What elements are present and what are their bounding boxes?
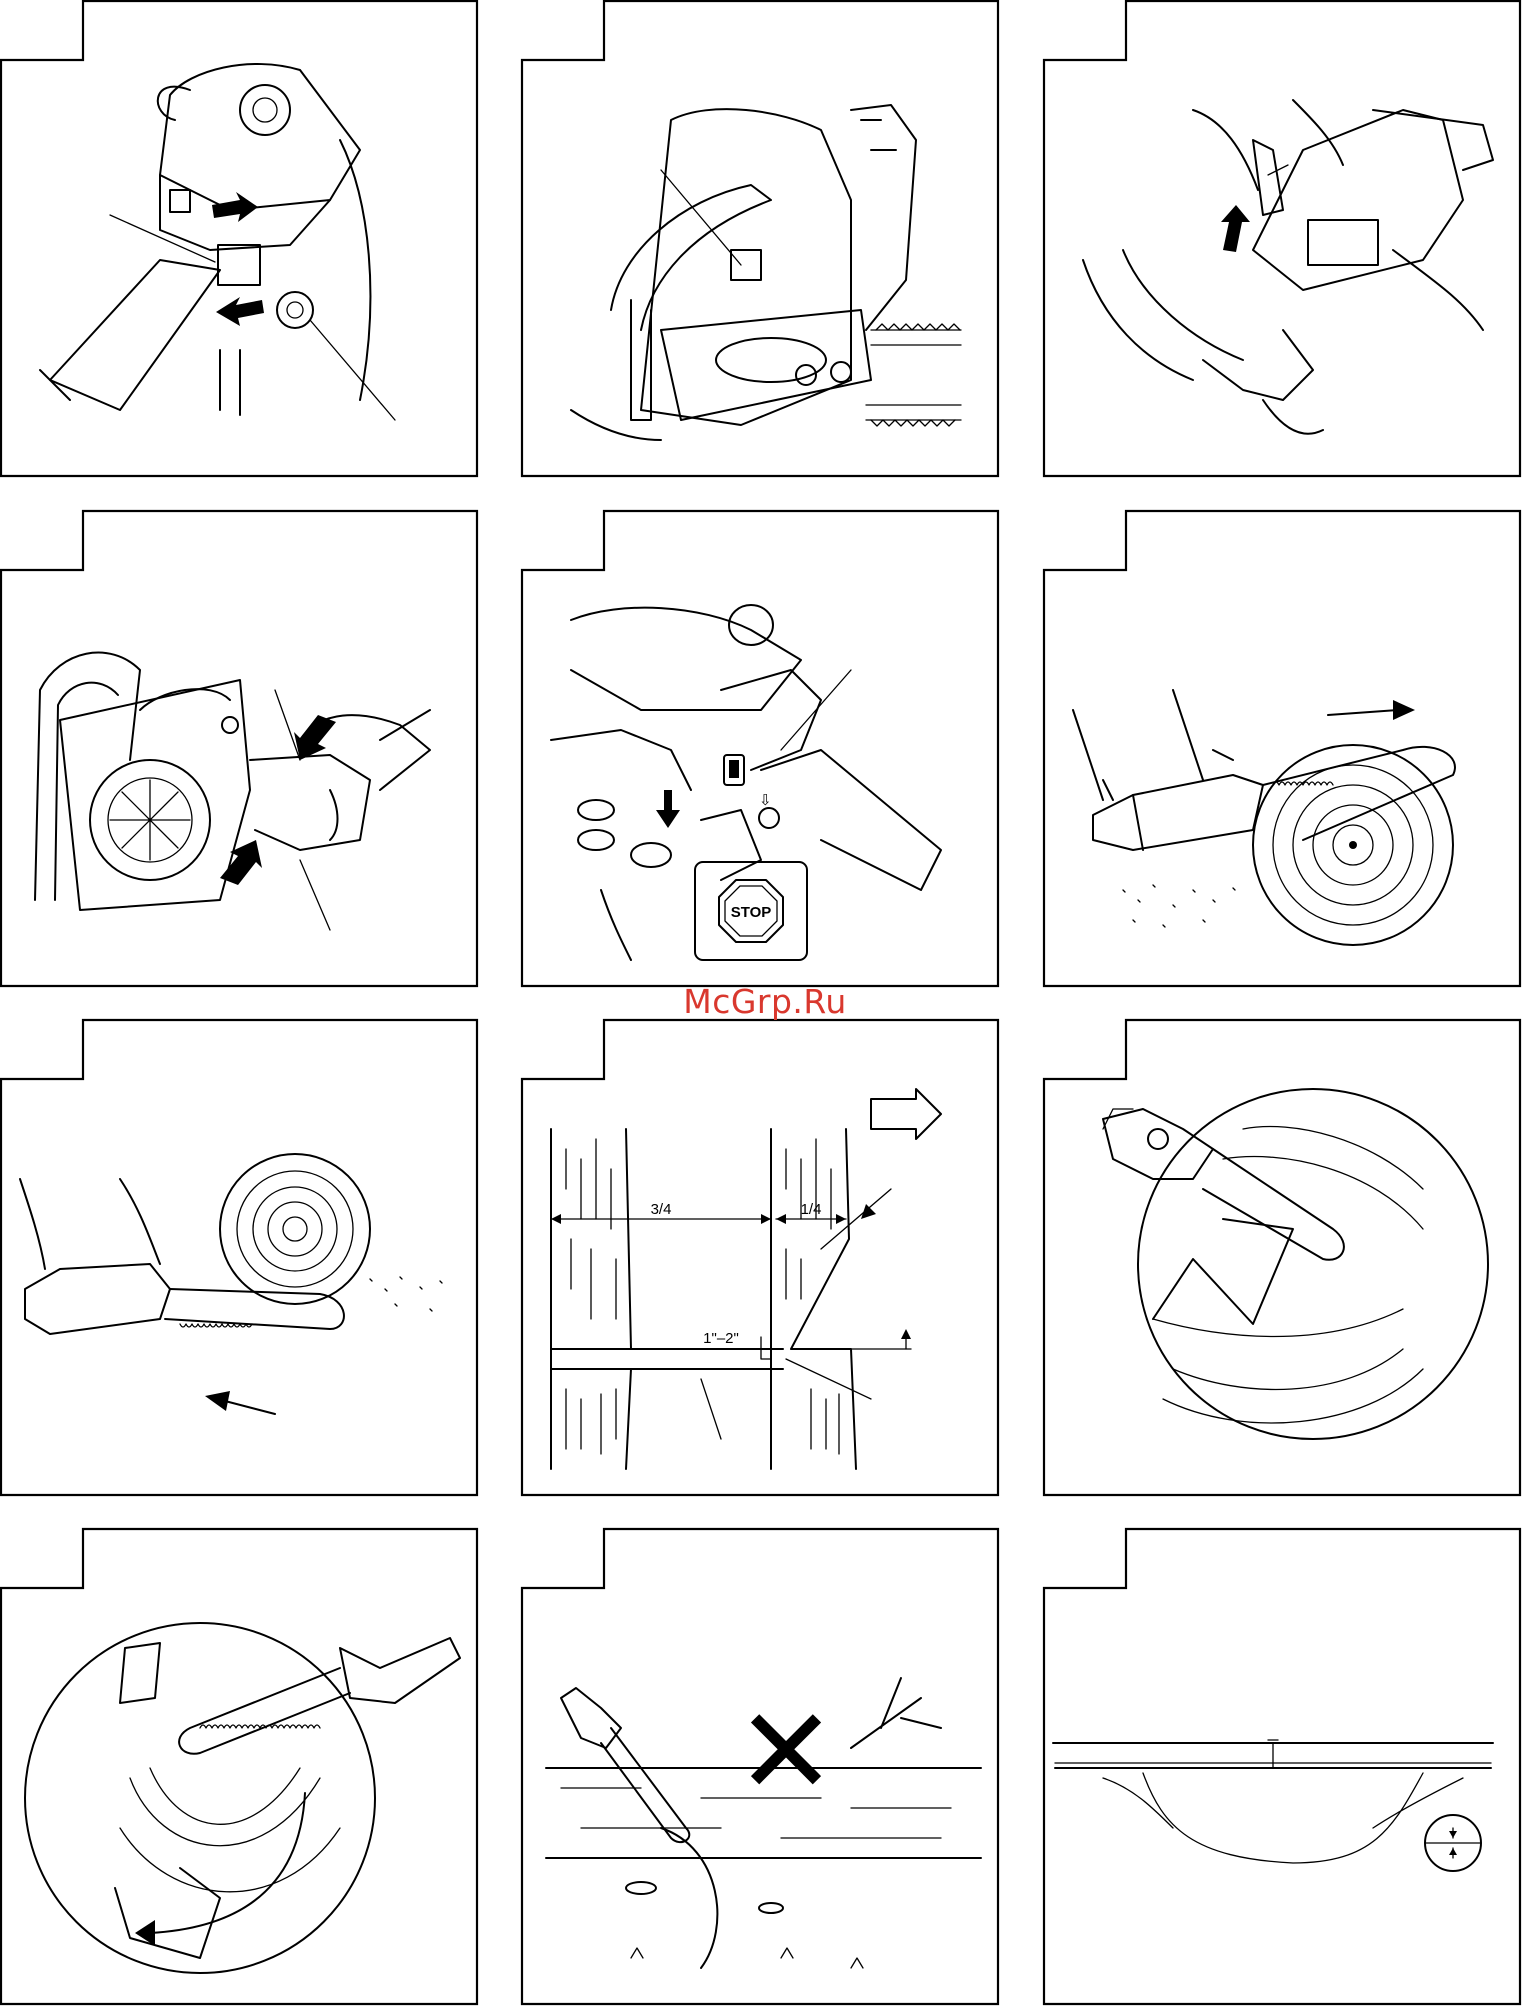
panel-8-felling-notch: 3/4 1/4 1"–2" — [521, 1019, 1000, 1497]
ratio-one-quarter: 1/4 — [801, 1201, 822, 1218]
panel-3-choke-start — [1043, 0, 1522, 478]
ratio-three-quarter: 3/4 — [651, 1201, 672, 1218]
stop-arrow-glyph: ⇩ — [759, 792, 772, 809]
panel-12-trunk-span — [1043, 1528, 1522, 2006]
stop-sign-label: STOP — [731, 904, 772, 921]
panel-7-bottom-cut — [0, 1019, 479, 1497]
panel-4-throttle-lock — [0, 510, 479, 988]
panel-11-kickback-warning: ✕ — [521, 1528, 1000, 2006]
panel-2-carburetor-adjust — [521, 0, 1000, 478]
panel-5-stop-switch: ⇩ STOP — [521, 510, 1000, 988]
hinge-width-label: 1"–2" — [703, 1330, 739, 1347]
watermark: McGrp.Ru — [665, 982, 865, 1021]
panel-1-fuel-oil-caps — [0, 0, 479, 478]
panel-9-underside-log — [1043, 1019, 1522, 1497]
prohibited-x-icon: ✕ — [736, 1683, 837, 1822]
panel-10-top-cut-log — [0, 1528, 479, 2006]
panel-6-cutting-log — [1043, 510, 1522, 988]
